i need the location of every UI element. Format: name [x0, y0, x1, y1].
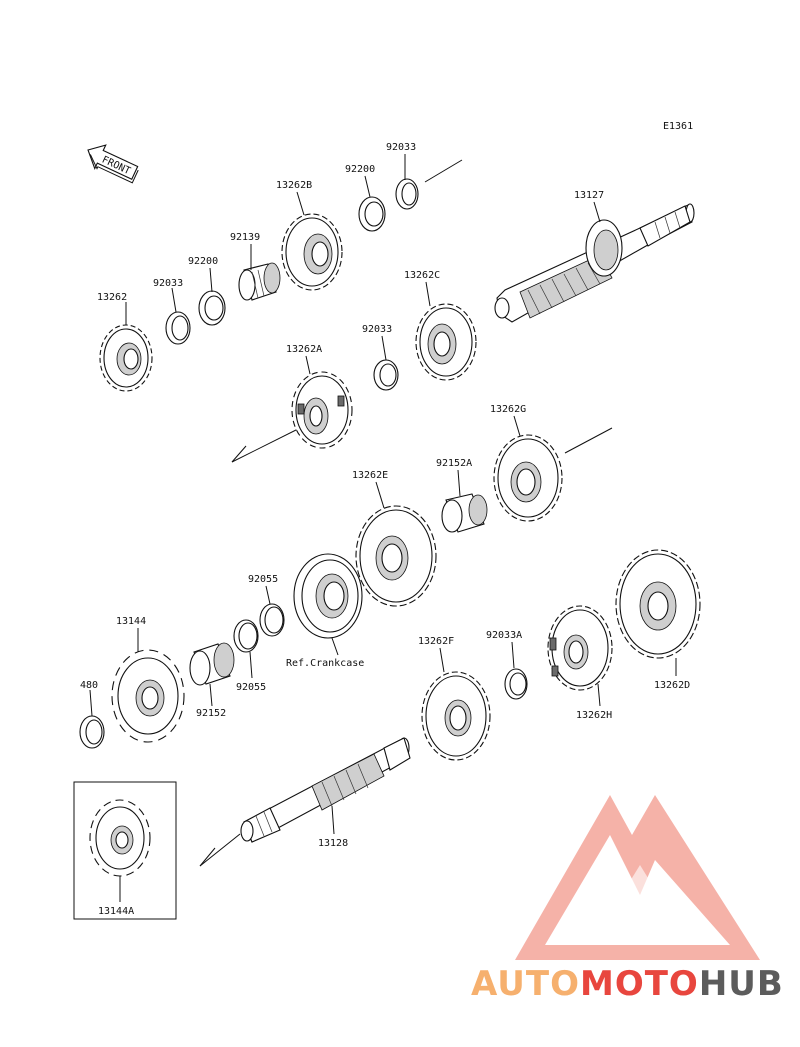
axis-line	[199, 833, 241, 867]
front-arrow-icon: FRONT	[87, 144, 139, 184]
part-label: 13262H	[576, 710, 612, 721]
circlip-92055	[259, 603, 285, 637]
gear-13262e	[355, 505, 437, 607]
main-shaft-13127	[494, 203, 695, 323]
needle-bearing-92139	[238, 262, 281, 301]
part-label: 92139	[230, 232, 260, 243]
leader-lines	[89, 154, 677, 902]
part-label: 92033	[386, 142, 416, 153]
gear-13262b	[281, 213, 343, 291]
automotohub-logo	[515, 795, 760, 960]
circlip-92033	[395, 178, 419, 210]
axis-line	[564, 427, 613, 454]
axis-line	[231, 427, 301, 463]
part-label: 13144A	[98, 906, 134, 917]
circlip-92055	[233, 619, 259, 653]
part-label: 92200	[345, 164, 375, 175]
part-label: 13262F	[418, 636, 454, 647]
logo-text: AUTOMOTOHUB	[471, 964, 784, 1004]
gear-13262d	[615, 549, 701, 659]
inset-frame	[73, 781, 177, 920]
circlip-92033a	[504, 668, 528, 700]
part-label: 92055	[248, 574, 278, 585]
part-label: 13262D	[654, 680, 690, 691]
part-label: 92033A	[486, 630, 522, 641]
circlip-92033	[373, 359, 399, 391]
part-label: 13262B	[276, 180, 312, 191]
part-label: 13262G	[490, 404, 526, 415]
gear-13262a	[291, 371, 353, 449]
bearing-crankcase	[293, 553, 363, 639]
part-label: 13127	[574, 190, 604, 201]
axis-line	[424, 159, 463, 183]
circlip-92033	[165, 311, 191, 345]
circlip-480	[79, 715, 105, 749]
part-label: 92200	[188, 256, 218, 267]
part-label: 480	[80, 680, 98, 691]
bush-92152a	[441, 493, 488, 533]
part-label: 13144	[116, 616, 146, 627]
part-label: 13262C	[404, 270, 440, 281]
part-label: 92152A	[436, 458, 472, 469]
part-label: 92055	[236, 682, 266, 693]
sprocket-13144	[111, 649, 185, 743]
part-label: Ref.Crankcase	[286, 658, 364, 669]
part-label: 92033	[153, 278, 183, 289]
gear-13262c	[415, 303, 477, 381]
bush-92152	[189, 642, 235, 686]
part-label: 13262E	[352, 470, 388, 481]
part-label: 13128	[318, 838, 348, 849]
gear-13262f	[421, 671, 491, 761]
part-label: 13262A	[286, 344, 322, 355]
washer-92200	[358, 196, 386, 232]
gear-13262h	[547, 605, 613, 691]
gear-13262	[99, 324, 153, 392]
output-shaft-13128	[240, 737, 411, 843]
part-label: 92152	[196, 708, 226, 719]
diagram-code: E1361	[663, 121, 693, 132]
part-label: 92033	[362, 324, 392, 335]
sprocket-13144a	[89, 799, 151, 877]
gear-13262g	[493, 434, 563, 522]
washer-92200	[198, 290, 226, 326]
part-label: 13262	[97, 292, 127, 303]
